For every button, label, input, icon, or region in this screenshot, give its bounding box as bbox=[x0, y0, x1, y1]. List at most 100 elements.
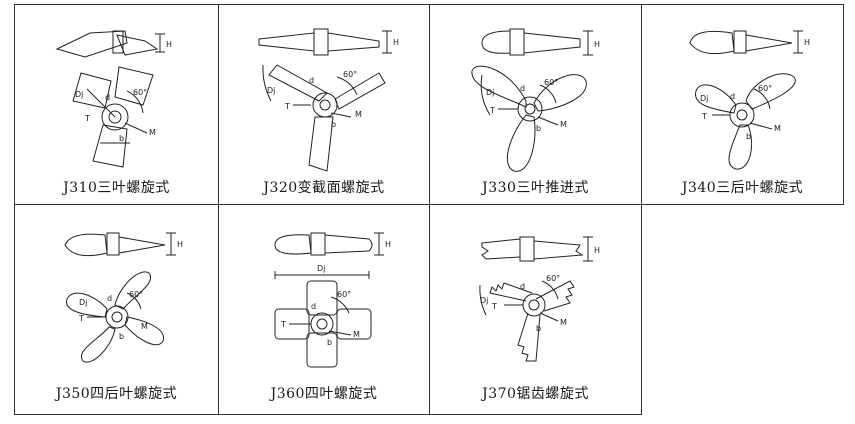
j350-hub-inner bbox=[111, 311, 123, 323]
j370-hub-inner bbox=[528, 299, 540, 311]
j330-label-h: H bbox=[594, 40, 600, 49]
j340-side-blade-right bbox=[745, 34, 793, 52]
grid-line-col3 bbox=[641, 4, 642, 415]
caption-j360: J360四叶螺旋式 bbox=[270, 386, 378, 402]
j310-label-b: b bbox=[119, 134, 124, 143]
j370-blade-left bbox=[489, 282, 533, 302]
j310-blade-bottom bbox=[92, 124, 128, 168]
j320-blade-upper-left bbox=[268, 64, 328, 102]
j360-label-b: b bbox=[327, 338, 332, 347]
j370-label-angle: 60° bbox=[546, 274, 560, 283]
cell-j310: H Dj d 60° T b M J310三叶螺旋式 bbox=[15, 5, 218, 204]
j350-blade-bottom bbox=[80, 326, 116, 363]
j350-label-d: d bbox=[107, 294, 112, 303]
j320-label-t: T bbox=[284, 102, 290, 111]
j340-blade-left bbox=[695, 84, 737, 114]
j340-blade-right bbox=[745, 73, 796, 110]
cell-j340: H Dj d 60° T b M J340三后叶螺旋式 bbox=[642, 5, 843, 204]
j360-label-h: H bbox=[385, 240, 391, 249]
j360-blade-top bbox=[306, 280, 338, 316]
j370-label-dj: Dj bbox=[480, 296, 488, 305]
j330-label-dj: Dj bbox=[486, 88, 494, 97]
j320-side-hub bbox=[313, 28, 329, 56]
j340-blade-bottom bbox=[728, 124, 752, 170]
j370-blade-bottom bbox=[517, 312, 541, 362]
j310-hub-outer bbox=[101, 103, 129, 131]
j310-label-angle: 60° bbox=[133, 88, 147, 97]
grid-line-left bbox=[14, 4, 15, 415]
j350-blade-right bbox=[124, 316, 164, 346]
j320-side-blade-right bbox=[327, 32, 380, 52]
j330-side-blade-right bbox=[523, 32, 581, 54]
j370-label-h: H bbox=[594, 246, 600, 255]
j360-hub-inner bbox=[316, 318, 328, 330]
j360-side-blade-left bbox=[274, 234, 312, 255]
j320-label-angle: 60° bbox=[343, 70, 357, 79]
j370-side-blade-left bbox=[481, 238, 521, 260]
j370-hub-outer bbox=[522, 293, 546, 317]
j370-drawing: H Dj d 60° T b M bbox=[479, 236, 600, 362]
j370-label-m: M bbox=[560, 318, 567, 327]
j340-hub-inner bbox=[736, 109, 748, 121]
j320-hub-outer bbox=[312, 92, 338, 118]
j340-label-b: b bbox=[746, 132, 751, 141]
j310-label-h: H bbox=[166, 40, 172, 49]
j360-blade-right bbox=[336, 308, 372, 340]
cell-j370: H Dj d 60° T b M J370锯齿螺旋式 bbox=[430, 205, 641, 414]
j320-blade-upper-right bbox=[334, 72, 386, 110]
caption-j310: J310三叶螺旋式 bbox=[63, 180, 170, 196]
j340-label-angle: 60° bbox=[758, 84, 772, 93]
j350-hub-outer bbox=[105, 305, 129, 329]
j320-label-h: H bbox=[393, 38, 399, 47]
j360-label-dj: Dj bbox=[317, 264, 325, 273]
j310-hub-inner bbox=[108, 110, 122, 124]
cell-j350: H Dj d 60° T b M J350四后叶螺旋式 bbox=[15, 205, 218, 414]
j330-label-b: b bbox=[536, 124, 541, 133]
caption-j330: J330三叶推进式 bbox=[482, 180, 589, 196]
j330-side-blade-left bbox=[481, 30, 511, 54]
j310-side-blade-right bbox=[116, 34, 159, 56]
j340-label-m: M bbox=[774, 124, 781, 133]
cell-j330: H Dj d 60° T b M J330三叶推进式 bbox=[430, 5, 641, 204]
grid-line-bottom bbox=[14, 414, 641, 415]
j310-label-dj: Dj bbox=[75, 90, 83, 99]
j360-side-hub bbox=[310, 232, 326, 256]
j370-side-blade-right bbox=[533, 240, 584, 260]
j350-label-h: H bbox=[177, 240, 183, 249]
j330-drawing: H Dj d 60° T b M bbox=[471, 28, 600, 172]
j350-blade-top bbox=[114, 271, 152, 310]
j370-label-d: d bbox=[520, 282, 525, 291]
j320-label-dj: Dj bbox=[267, 86, 275, 95]
j310-blade-right bbox=[114, 66, 154, 106]
j330-hub-inner bbox=[524, 103, 536, 115]
j350-blade-left bbox=[66, 292, 108, 318]
j320-side-blade-left bbox=[258, 32, 315, 52]
j360-label-d: d bbox=[311, 302, 316, 311]
j340-label-t: T bbox=[701, 112, 707, 121]
j330-label-m: M bbox=[560, 120, 567, 129]
j330-side-hub bbox=[509, 28, 525, 56]
j340-drawing: H Dj d 60° T b M bbox=[689, 30, 810, 170]
j320-label-b: b bbox=[331, 120, 336, 129]
j350-drawing: H Dj d 60° T b M bbox=[64, 232, 183, 363]
j310-drawing: H Dj d 60° T b M bbox=[55, 30, 172, 168]
j320-label-m: M bbox=[355, 110, 362, 119]
caption-j340: J340三后叶螺旋式 bbox=[681, 180, 804, 196]
j320-hub-inner bbox=[319, 99, 331, 111]
j360-hub-outer bbox=[310, 312, 334, 336]
j360-label-t: T bbox=[280, 320, 286, 329]
j320-blade-bottom bbox=[308, 116, 334, 172]
j310-label-d: d bbox=[105, 93, 110, 102]
j370-label-b: b bbox=[536, 324, 541, 333]
j310-label-m: M bbox=[149, 128, 156, 137]
j310-label-t: T bbox=[84, 114, 90, 123]
cell-j360: H Dj d 60° T b M J360四叶螺旋式 bbox=[219, 205, 429, 414]
grid-line-col1 bbox=[218, 4, 219, 415]
j360-side-blade-right bbox=[324, 234, 373, 254]
j360-label-angle: 60° bbox=[337, 290, 351, 299]
j340-label-h: H bbox=[804, 38, 810, 47]
j340-side-hub bbox=[733, 30, 747, 54]
j350-label-angle: 60° bbox=[129, 290, 143, 299]
j340-label-d: d bbox=[730, 92, 735, 101]
j340-label-dj: Dj bbox=[700, 94, 708, 103]
